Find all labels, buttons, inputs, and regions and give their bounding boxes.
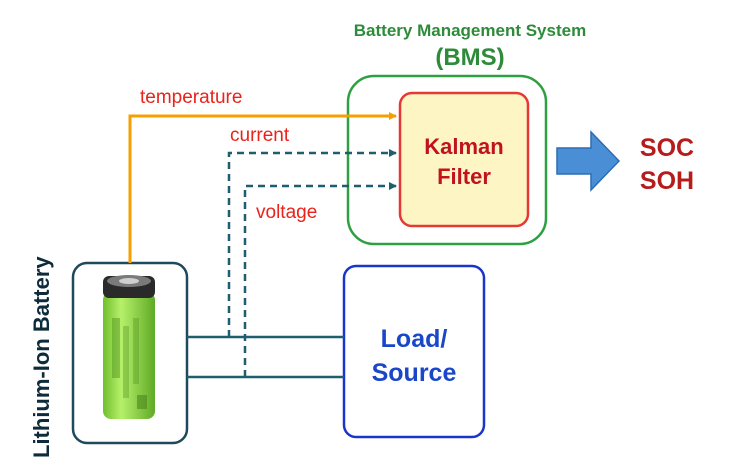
current-line [227, 149, 397, 337]
output-labels: SOC SOH [632, 132, 702, 198]
output-soc: SOC [639, 134, 695, 162]
load-line-2: Source [371, 359, 457, 387]
kalman-line-2: Filter [437, 164, 491, 189]
temperature-label: temperature [140, 87, 243, 108]
kalman-line-1: Kalman [424, 134, 504, 159]
load-line-1: Load/ [380, 325, 448, 353]
battery-cell-image [103, 275, 155, 419]
voltage-label: voltage [256, 202, 318, 223]
output-arrow [556, 130, 621, 192]
voltage-line [243, 182, 397, 377]
load-source-label: Load/ Source [344, 322, 484, 390]
load-source-box [342, 264, 486, 439]
temperature-line [128, 112, 397, 263]
current-label: current [230, 125, 290, 146]
battery-label: Lithium-Ion Battery [29, 256, 54, 458]
kalman-filter-box [398, 91, 530, 228]
bms-abbreviation: (BMS) [435, 44, 505, 71]
bms-title: Battery Management System [353, 21, 587, 40]
kalman-filter-label: Kalman Filter [400, 132, 528, 192]
output-soh: SOH [639, 167, 695, 195]
